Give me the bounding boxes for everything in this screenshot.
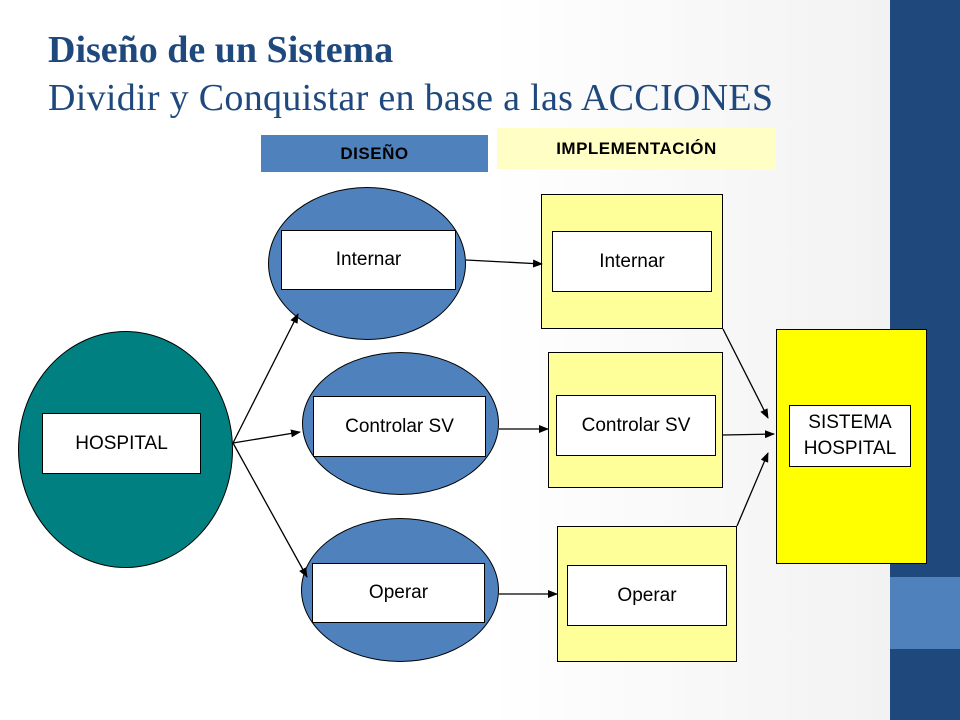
- sistema-hospital-label: SISTEMA HOSPITAL: [789, 405, 911, 467]
- design-controlar-label: Controlar SV: [313, 396, 486, 457]
- design-operar-label: Operar: [312, 563, 485, 623]
- impl-controlar-label: Controlar SV: [556, 395, 716, 456]
- sistema-label-line2: HOSPITAL: [803, 438, 897, 459]
- side-decoration-bottom: [890, 649, 960, 720]
- impl-internar-label: Internar: [552, 231, 712, 292]
- implementation-header: IMPLEMENTACIÓN: [497, 128, 776, 169]
- sistema-label-line1: SISTEMA: [808, 412, 892, 434]
- design-header: DISEÑO: [261, 135, 488, 172]
- design-internar-label: Internar: [281, 230, 456, 290]
- slide-subtitle: Dividir y Conquistar en base a las ACCIO…: [48, 77, 774, 119]
- side-decoration-accent: [890, 577, 960, 649]
- slide-title: Diseño de un Sistema: [48, 29, 394, 71]
- hospital-label: HOSPITAL: [42, 413, 201, 474]
- impl-operar-label: Operar: [567, 565, 727, 626]
